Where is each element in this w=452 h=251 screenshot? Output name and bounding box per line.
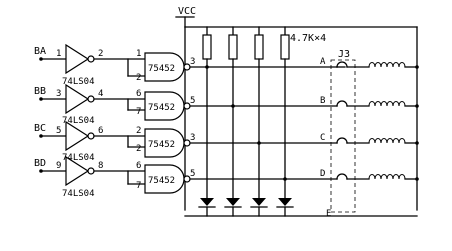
svg-text:3: 3 (190, 57, 195, 67)
motor-coil-c (368, 138, 406, 144)
junction-dot (415, 141, 419, 145)
svg-text:6: 6 (136, 161, 141, 171)
connector-pin-a (336, 61, 348, 68)
input-label-b: BB (34, 86, 46, 97)
svg-text:1: 1 (136, 49, 141, 59)
motor-coil-b (368, 101, 406, 107)
svg-text:C: C (320, 133, 325, 143)
diode-2 (250, 198, 268, 217)
motor-coil-d (368, 174, 406, 180)
svg-text:B: B (320, 96, 325, 106)
inverter-part-label-c: 74LS04 (62, 153, 95, 163)
resistor-bank-label: 4.7K×4 (290, 33, 326, 44)
channel-c: BC 5 6 2 2 75452 3 C (34, 120, 418, 158)
connector-j3 (330, 59, 356, 213)
svg-text:3: 3 (56, 89, 61, 99)
motor-coil-a (368, 62, 406, 68)
svg-text:5: 5 (56, 126, 61, 136)
svg-text:75452: 75452 (148, 103, 175, 113)
clamp-diodes (184, 198, 418, 217)
diode-0 (198, 198, 216, 217)
resistor-r3 (254, 26, 264, 199)
svg-text:7: 7 (136, 107, 141, 117)
connector-pin-b (336, 100, 348, 107)
connector-label: J3 (338, 49, 350, 60)
svg-text:2: 2 (136, 144, 141, 154)
connector-pin-d (336, 173, 348, 180)
junction-dot (415, 65, 419, 69)
inverter-part-label-a: 74LS04 (62, 77, 95, 87)
inverter-part-label-d: 74LS04 (62, 189, 95, 199)
svg-text:1: 1 (56, 49, 61, 59)
input-label-a: BA (34, 46, 46, 57)
channel-b: BB 3 4 6 7 75452 5 B (34, 83, 418, 121)
resistor-r4 (280, 26, 290, 199)
inverter-d (65, 155, 90, 187)
svg-text:4: 4 (98, 89, 103, 99)
svg-text:5: 5 (190, 96, 195, 106)
junction-dot (415, 177, 419, 181)
vcc-label: VCC (178, 6, 196, 17)
resistor-r1 (202, 26, 212, 199)
svg-text:75452: 75452 (148, 140, 175, 150)
svg-text:75452: 75452 (148, 176, 175, 186)
svg-text:6: 6 (98, 126, 103, 136)
svg-text:5: 5 (190, 169, 195, 179)
svg-text:D: D (320, 169, 325, 179)
svg-text:7: 7 (136, 181, 141, 191)
diode-1 (224, 198, 242, 217)
inverter-b (65, 83, 90, 115)
diode-3 (276, 198, 294, 217)
pullup-resistors (202, 26, 290, 199)
svg-text:3: 3 (190, 133, 195, 143)
svg-text:2: 2 (98, 49, 103, 59)
svg-text:6: 6 (136, 89, 141, 99)
inverter-a (65, 43, 90, 75)
junction-dot (415, 104, 419, 108)
svg-text:2: 2 (136, 73, 141, 83)
connector-pin-c (336, 137, 348, 144)
svg-text:75452: 75452 (148, 64, 175, 74)
resistor-r2 (228, 26, 238, 199)
svg-text:9: 9 (56, 161, 61, 171)
svg-text:8: 8 (98, 161, 103, 171)
svg-text:A: A (320, 57, 326, 67)
inverter-c (65, 120, 90, 152)
channel-d: BD 9 8 6 7 75452 5 D (34, 155, 418, 194)
channel-a: BA 1 2 1 2 75452 3 A (34, 43, 418, 83)
input-label-c: BC (34, 123, 46, 134)
svg-text:2: 2 (136, 126, 141, 136)
inverter-part-label-b: 74LS04 (62, 116, 95, 126)
connector-common-pin: E (326, 209, 331, 219)
input-label-d: BD (34, 158, 46, 169)
